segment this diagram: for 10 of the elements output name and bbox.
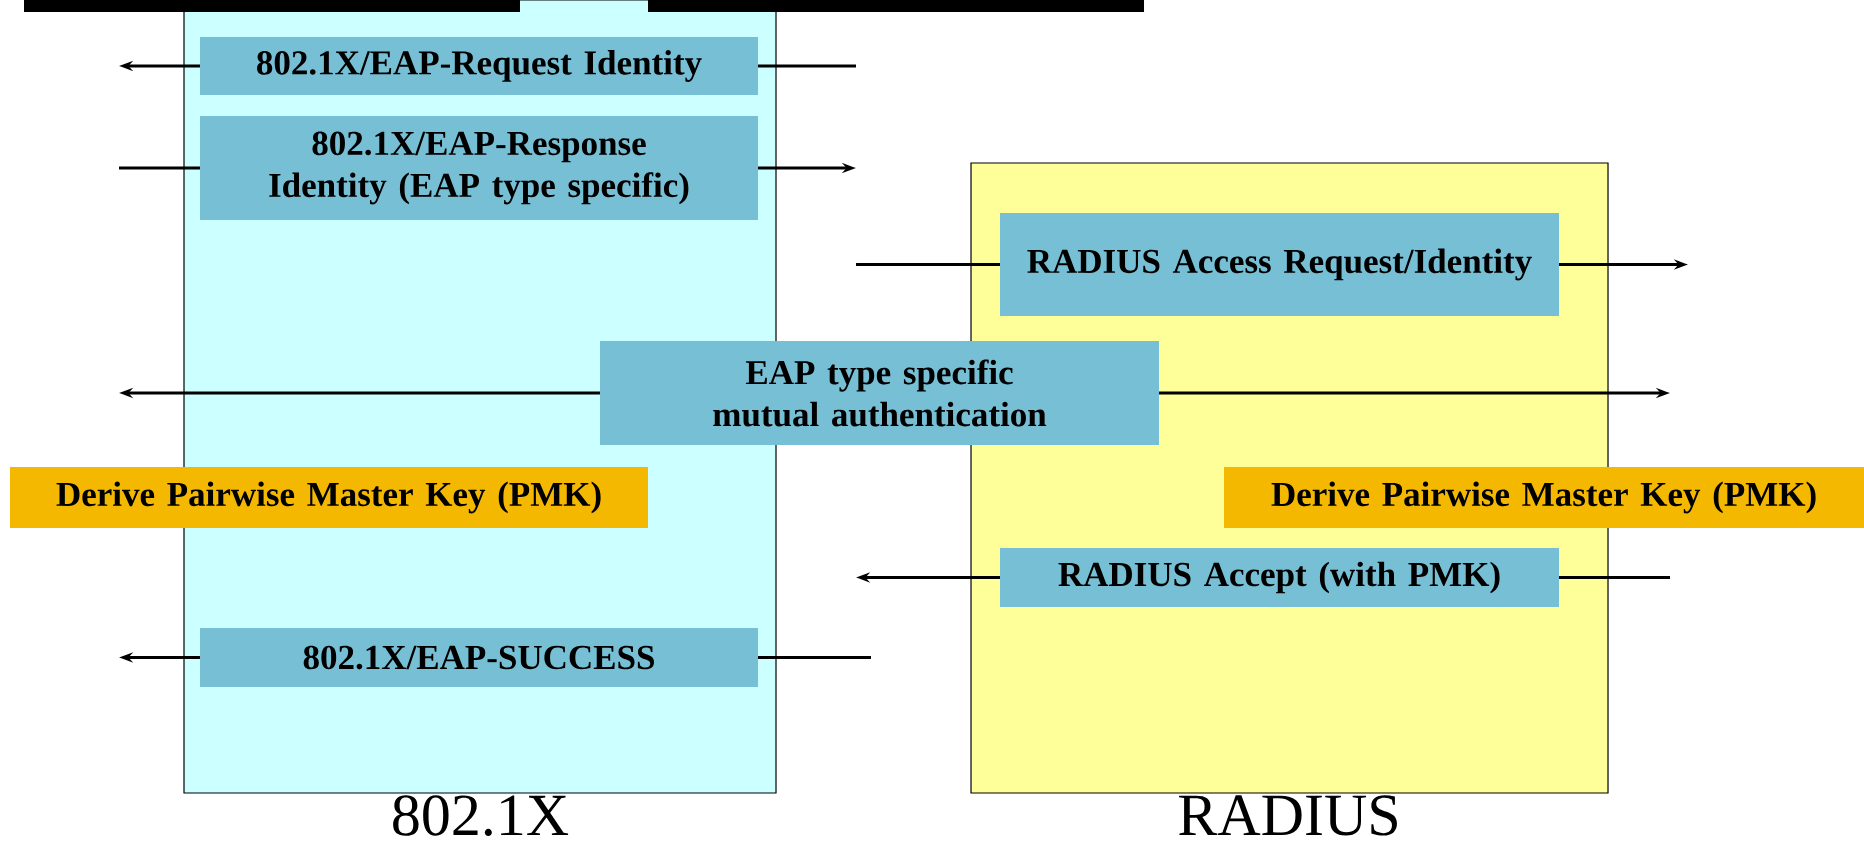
node-label: RADIUS [1179, 795, 1397, 836]
key-derivation-box: Derive Pairwise Master Key (PMK) [1224, 467, 1864, 528]
message-box: 802.1X/EAP-Request Identity [200, 37, 758, 95]
node-label: 802.1X [393, 795, 569, 836]
message-box: RADIUS Accept (with PMK) [1000, 548, 1559, 607]
message-box: 802.1X/EAP-Response Identity (EAP type specific) [200, 116, 758, 220]
key-derivation-box: Derive Pairwise Master Key (PMK) [10, 467, 648, 528]
message-box: RADIUS Access Request/Identity [1000, 213, 1559, 316]
message-box: EAP type specific mutual authentication [600, 341, 1159, 445]
message-box: 802.1X/EAP-SUCCESS [200, 628, 758, 687]
